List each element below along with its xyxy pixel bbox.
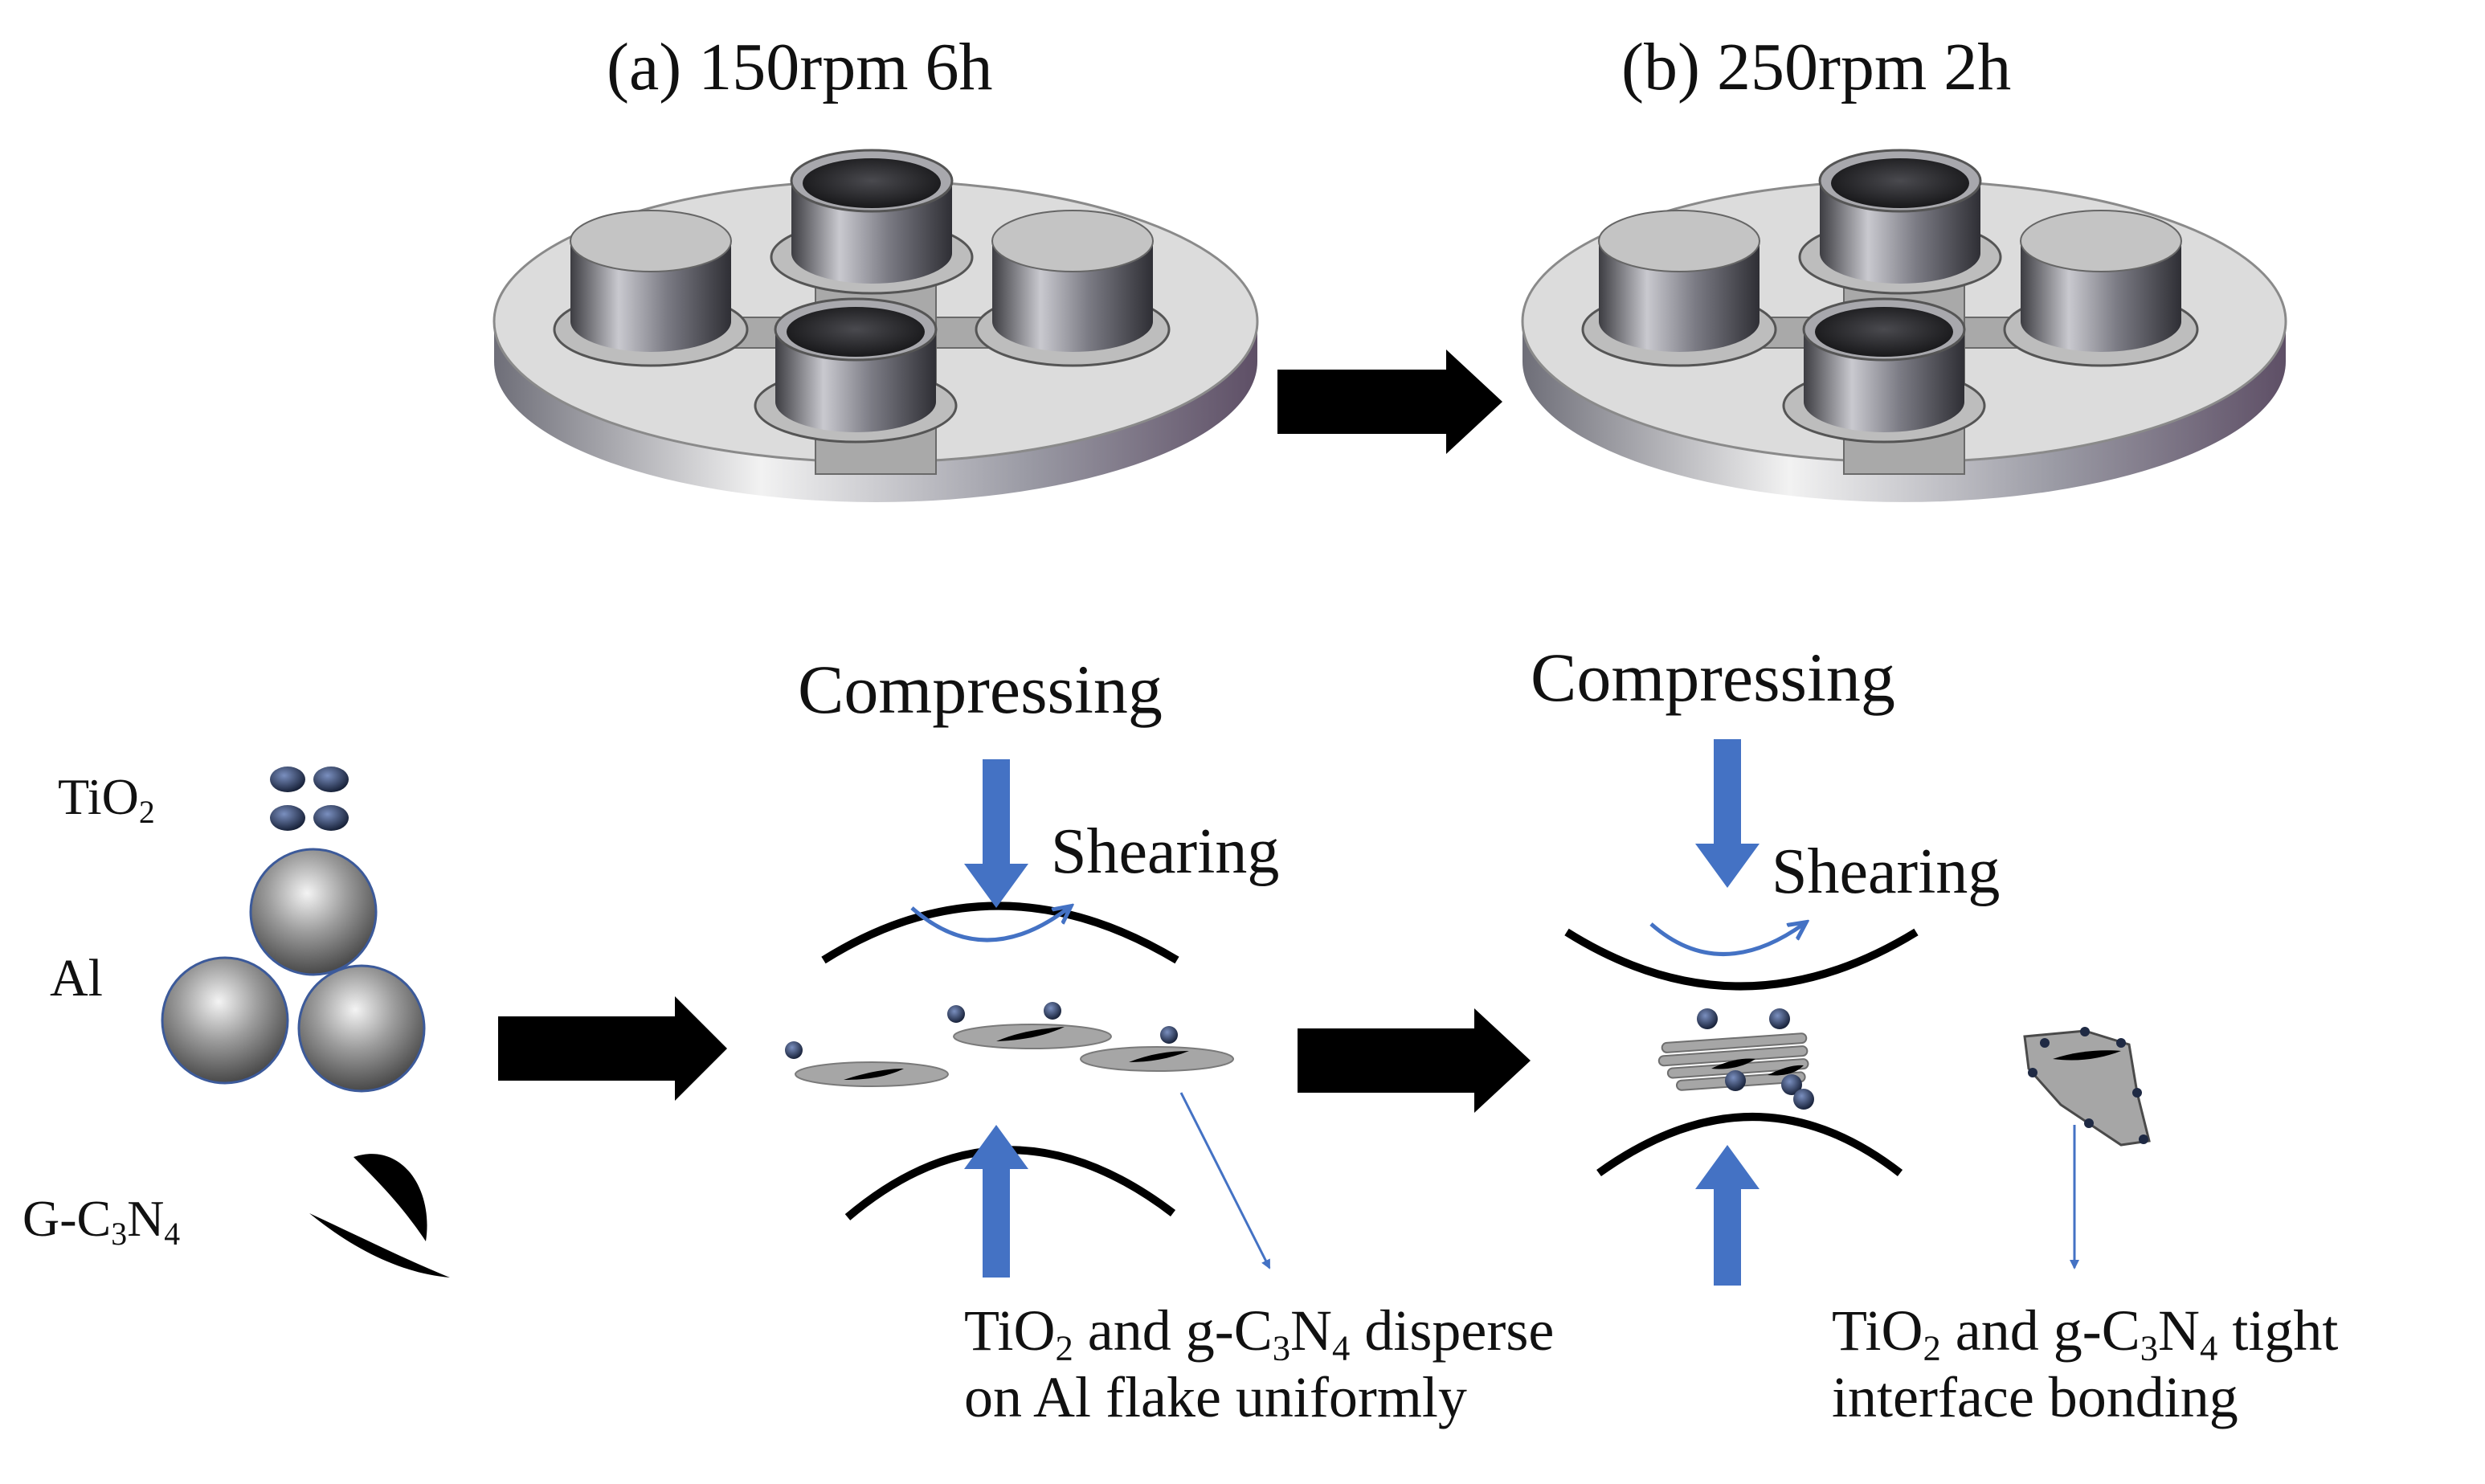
force-arrow-icon xyxy=(964,759,1028,1278)
label-al: Al xyxy=(50,949,103,1008)
label-gcn: G-C3N4 xyxy=(22,1190,181,1253)
tio2-particles-icon xyxy=(270,767,349,831)
title-a: (a) 150rpm 6h xyxy=(607,30,993,104)
force-arrow-icon xyxy=(1695,739,1760,1286)
description-2-line-1: TiO2 and g-C3N4 tight xyxy=(1832,1298,2339,1368)
ball-mill-icon xyxy=(493,149,1259,502)
shearing-label-1: Shearing xyxy=(1051,816,1280,887)
al-particles-icon xyxy=(161,848,426,1093)
description-2-line-2: interface bonding xyxy=(1832,1364,2238,1429)
compressing-label-2: Compressing xyxy=(1531,639,1895,716)
description-1-line-1: TiO2 and g-C3N4 disperse xyxy=(964,1298,1555,1368)
label-tio2: TiO2 xyxy=(58,768,155,831)
compressing-label-1: Compressing xyxy=(798,651,1163,728)
description-2: TiO2 and g-C3N4 tight interface bonding xyxy=(1832,1298,2338,1431)
process-arrow-icon xyxy=(1298,1008,1531,1113)
collision-zone-1 xyxy=(785,901,1234,1220)
shear-arrow-icon xyxy=(910,908,1069,942)
shear-arrow-icon xyxy=(1649,924,1804,956)
title-b: (b) 250rpm 2h xyxy=(1621,30,2012,104)
process-arrow-icon xyxy=(1277,350,1502,454)
description-1-line-2: on Al flake uniformly xyxy=(964,1364,1467,1429)
process-arrow-icon xyxy=(498,996,727,1101)
shearing-label-2: Shearing xyxy=(1772,836,2001,907)
description-1: TiO2 and g-C3N4 disperse on Al flake uni… xyxy=(964,1298,1554,1431)
ball-mill-icon xyxy=(1521,149,2287,502)
gcn-flakes-icon xyxy=(309,1154,450,1278)
collision-zone-2 xyxy=(1564,928,1919,1177)
pointer-line-1 xyxy=(1179,1092,1271,1269)
bonded-particle-icon xyxy=(2023,1027,2151,1147)
